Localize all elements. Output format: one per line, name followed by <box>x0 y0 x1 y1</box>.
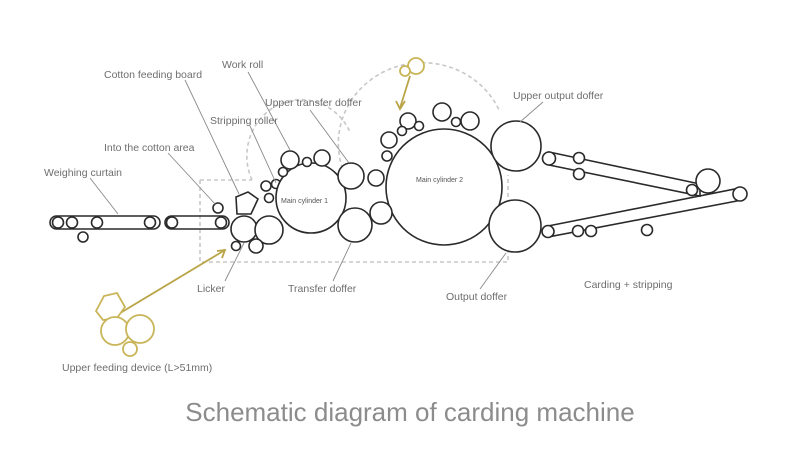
label-upper-transfer-doffer: Upper transfer doffer <box>265 97 362 109</box>
machine-enclosure <box>199 61 509 263</box>
label-licker: Licker <box>197 283 226 295</box>
output-doffer <box>488 199 542 253</box>
label-weighing-curtain: Weighing curtain <box>44 167 122 179</box>
upper-output-doffer <box>490 120 542 172</box>
label-main-cylinder-2: Main cylinder 2 <box>416 177 463 184</box>
label-main-cylinder-1: Main cylinder 1 <box>281 198 328 205</box>
licker-assembly <box>230 178 284 254</box>
top-feeding-device <box>395 57 425 111</box>
carding-stripping-unit <box>541 151 748 239</box>
label-stripping-roller: Stripping roller <box>210 115 278 127</box>
label-work-roll: Work roll <box>222 59 263 71</box>
work-roll <box>280 150 300 170</box>
transfer-doffer <box>337 207 373 243</box>
main-cylinder-2-group <box>369 102 542 253</box>
upper-feeding-device <box>94 248 227 357</box>
label-upper-output-doffer: Upper output doffer <box>513 90 604 102</box>
main-cylinder-2 <box>385 128 503 246</box>
label-output-doffer: Output doffer <box>446 291 508 303</box>
leader-lines <box>89 71 544 290</box>
main-cylinder-1-group <box>275 149 385 243</box>
feed-conveyor <box>164 202 230 230</box>
label-upper-feeding-device: Upper feeding device (L>51mm) <box>62 362 212 374</box>
diagram-title: Schematic diagram of carding machine <box>185 397 634 427</box>
cotton-feeding-board <box>235 191 260 215</box>
upper-transfer-doffer <box>337 162 365 190</box>
label-cotton-feeding-board: Cotton feeding board <box>104 69 202 81</box>
weighing-curtain-conveyor <box>49 215 161 243</box>
label-into-cotton-area: Into the cotton area <box>104 142 195 154</box>
label-carding-stripping: Carding + stripping <box>584 279 673 291</box>
label-transfer-doffer: Transfer doffer <box>288 283 357 295</box>
